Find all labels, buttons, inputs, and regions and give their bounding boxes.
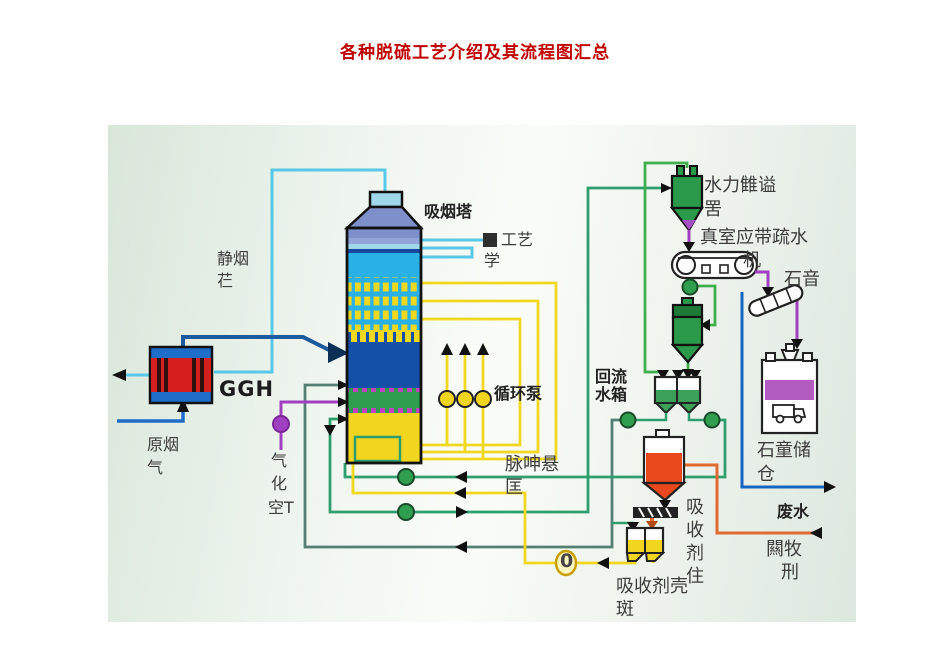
label-absorbent-silo-1: 吸 — [686, 497, 704, 518]
label-return-tank-2: 水箱 — [595, 385, 628, 404]
label-flocculant-2: 刑 — [781, 562, 799, 583]
ggh-to-tower-duct — [181, 335, 332, 353]
label-absorbent-silo-2: 收 — [686, 520, 704, 541]
hydrocyclone — [669, 165, 704, 232]
circulation-pumps — [438, 390, 492, 408]
label-vacuum-belt-1: 真室应带疏水 — [700, 227, 808, 248]
label-raw-gas-2: 气 — [147, 458, 164, 477]
circulation-piping — [421, 281, 558, 461]
ggh-to-tower-arrow — [328, 342, 349, 363]
label-absorbent-tank-2: 斑 — [616, 599, 634, 620]
cyclone-underflow-arrow — [683, 242, 695, 252]
label-gypsum-silo-2: 仓 — [757, 464, 775, 485]
label-suspension-2: 匡 — [505, 477, 523, 498]
label-pump-zero: 0 — [560, 550, 574, 572]
ggh-heat-exchanger — [148, 345, 214, 405]
label-raw-gas-1: 原烟 — [147, 435, 180, 454]
label-oxidation-air-1: 气 — [271, 451, 288, 470]
raw-gas-arrow — [177, 398, 189, 412]
page-title: 各种脱硫工艺介绍及其流程图汇总 — [340, 43, 610, 63]
oxidation-air-arrow — [338, 397, 349, 407]
label-absorbent-silo-4: 住 — [686, 566, 704, 587]
label-clean-gas-1: 静烟 — [217, 249, 250, 268]
label-absorbent-tank-1: 吸收剂壳 — [616, 576, 688, 597]
teal-arrows — [324, 183, 710, 553]
absorbent-feed-arrows — [454, 487, 609, 569]
label-gypsum: 石音 — [784, 269, 820, 290]
absorbent-pump-symbol — [554, 549, 578, 577]
return-water-tank — [619, 375, 721, 429]
label-suspension-1: 脉呻悬 — [505, 454, 559, 475]
label-vacuum-belt-2: 机 — [743, 250, 761, 271]
oxidation-air-line — [279, 400, 341, 450]
wastewater-arrow — [824, 481, 836, 493]
oxidation-air-blower — [272, 415, 290, 433]
absorber-tower — [343, 190, 424, 465]
label-clean-gas-2: 芢 — [217, 271, 234, 290]
label-oxidation-air-2: 化 — [271, 474, 288, 493]
label-process-water-2: 学 — [484, 251, 501, 270]
label-wastewater: 废水 — [777, 502, 810, 521]
process-water-line — [421, 238, 483, 259]
label-hydrocyclone-2: 罟 — [704, 199, 722, 220]
absorbent-mix-tank — [625, 526, 666, 562]
screw-in-arrow — [762, 287, 774, 297]
vacuum-belt-filter — [670, 250, 759, 280]
label-circulation-pump: 循环泵 — [494, 384, 543, 403]
label-return-tank-1: 回流 — [595, 367, 628, 386]
circulation-riser-arrows — [441, 343, 489, 355]
label-ggh: GGH — [219, 377, 275, 401]
absorbent-feeder — [633, 507, 678, 530]
label-absorbent-silo-3: 剂 — [686, 543, 704, 564]
process-water-source — [483, 233, 497, 247]
truck-icon — [772, 404, 807, 424]
label-oxidation-air-3: 空T — [268, 498, 294, 517]
label-gypsum-silo-1: 石童储 — [757, 440, 811, 461]
tower-bottom-pumps — [397, 468, 415, 521]
raw-gas-duct — [117, 404, 185, 423]
wastewater-line — [740, 292, 826, 489]
belt-filtrate-pump — [681, 278, 699, 296]
clean-gas-out-arrow — [112, 369, 126, 381]
label-process-water-1: 工艺 — [501, 230, 534, 249]
return-water-line-2 — [343, 418, 727, 479]
cyclone-overflow-line — [643, 161, 689, 374]
label-hydrocyclone-1: 水力雔谥 — [704, 175, 776, 196]
screw-conveyor — [748, 284, 804, 317]
label-absorber-tower: 吸烟塔 — [424, 202, 473, 221]
gypsum-silo — [760, 343, 819, 435]
absorbent-hopper — [640, 429, 687, 510]
silo-in-arrow — [791, 339, 803, 349]
flocculant-arrow — [810, 527, 822, 539]
label-flocculant-1: 闗牧 — [766, 539, 802, 560]
flocculant-line — [684, 463, 814, 535]
secondary-hydrocyclone — [670, 297, 705, 364]
clean-gas-duct — [124, 168, 387, 377]
